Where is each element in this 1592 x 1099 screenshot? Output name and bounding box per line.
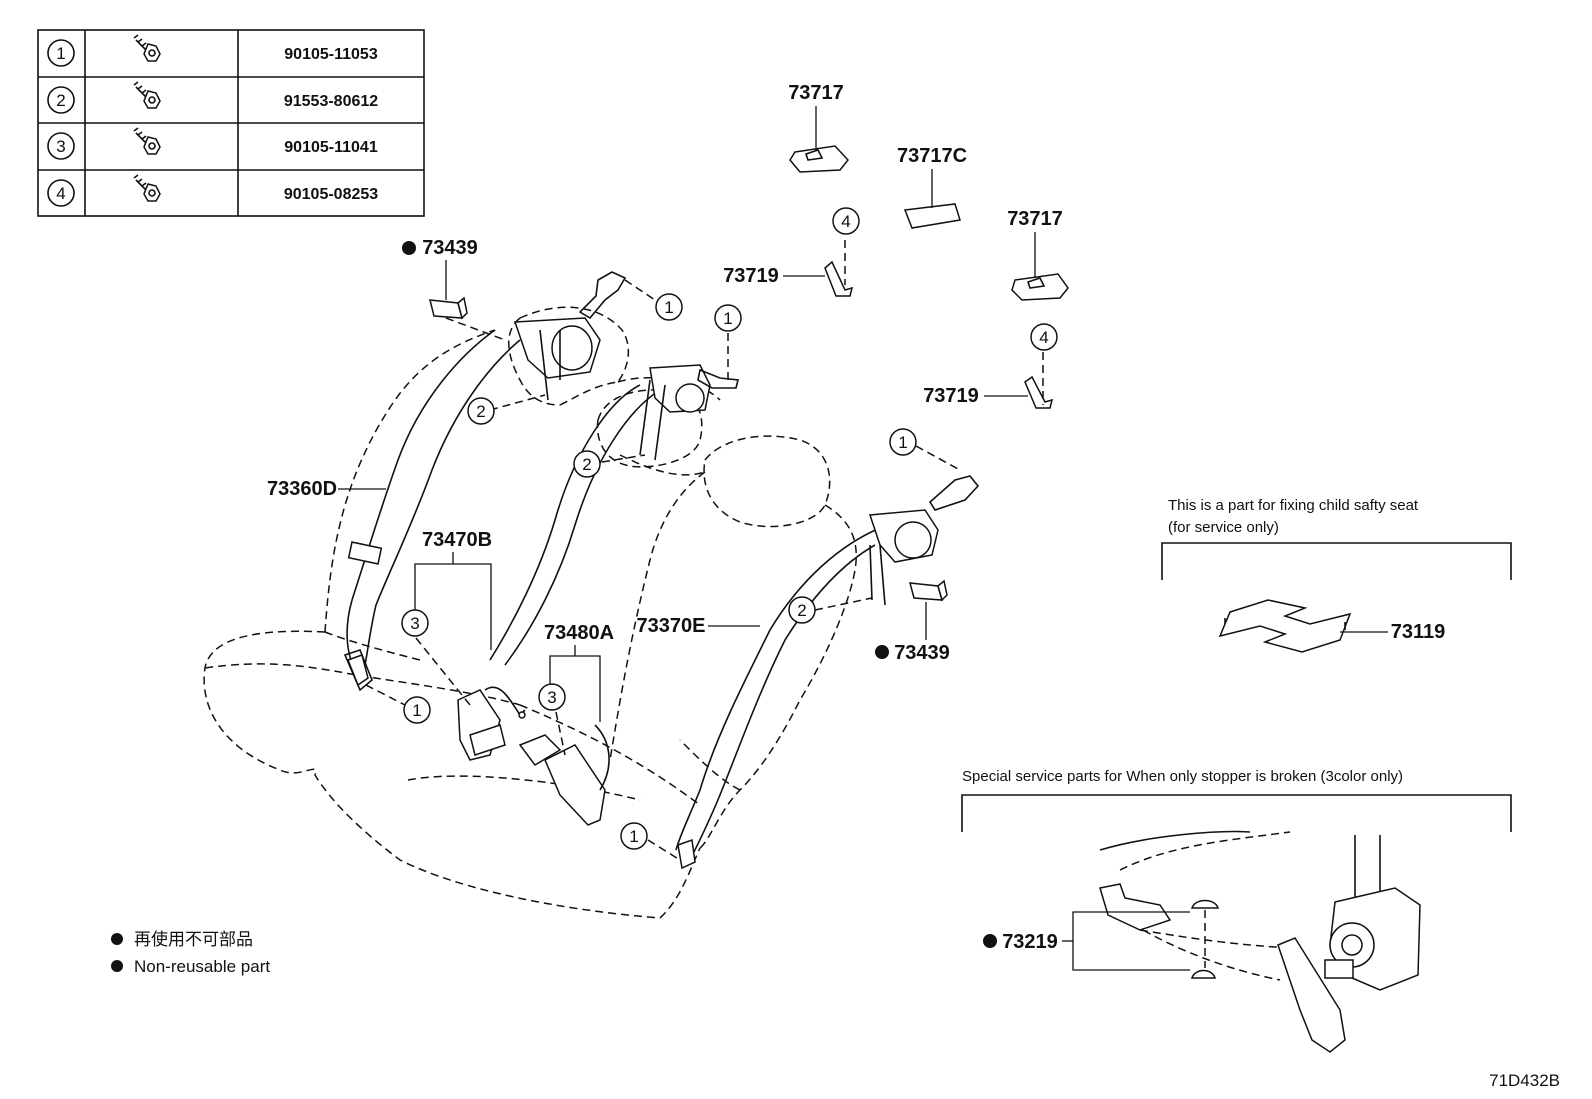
label-73717c: 73717C [897,145,967,167]
clip-73719-right [1024,375,1054,409]
callout-4: 4 [1030,323,1058,351]
non-reusable-dot [983,934,997,948]
callout-1: 1 [403,696,431,724]
bolt-table: 1 90105-11053 2 91553-80612 3 [37,29,425,217]
bolt-icon [133,174,161,202]
svg-text:2: 2 [582,455,591,474]
cap-73717-top [789,145,849,173]
svg-text:1: 1 [664,298,673,317]
label-73360d: 73360D [267,478,337,500]
child-seat-note-line1: This is a part for fixing child safty se… [1168,497,1419,514]
label-73719: 73719 [923,385,979,407]
retractor-center [639,364,711,461]
cover-73439-top [429,296,468,320]
label-73439: 73439 [422,237,478,259]
buckle-73470b [457,686,526,761]
retractor-right [868,509,939,606]
callout-3: 3 [401,609,429,637]
callout-circles: 1 1 1 1 1 2 2 2 3 3 4 4 [401,207,1058,850]
svg-text:3: 3 [547,688,556,707]
bracket-right-top [928,475,980,511]
cover-73439-right [908,579,948,602]
legend-dot-icon [111,933,123,945]
callout-1: 1 [655,293,683,321]
bolt-part-number: 90105-11041 [284,139,378,156]
label-73439: 73439 [894,642,950,664]
svg-text:1: 1 [723,309,732,328]
label-73370e: 73370E [637,615,706,637]
stopper-section: Special service parts for When only stop… [961,768,1512,1053]
clip-73719-left [824,260,854,297]
child-seat-note-line2: (for service only) [1168,519,1279,536]
bolt-part-number: 90105-11053 [284,46,378,63]
label-73717: 73717 [1007,208,1063,230]
bracket-center-top [697,368,739,389]
bolt-table-row: 3 90105-11041 [47,127,378,160]
svg-text:2: 2 [797,601,806,620]
svg-text:1: 1 [412,701,421,720]
svg-text:4: 4 [841,212,850,231]
label-73719: 73719 [723,265,779,287]
retractor-left [513,317,601,401]
fastener-lines [365,240,1044,861]
bolt-table-row: 4 90105-08253 [47,174,378,207]
callout-1: 1 [620,822,648,850]
label-73219: 73219 [1002,931,1058,953]
cap-73717-right [1011,273,1069,301]
label-73480a: 73480A [544,622,614,644]
buckle-73480a [518,724,610,826]
callout-1: 1 [889,428,917,456]
legend-english: Non-reusable part [134,957,270,976]
belt-73470b-center [489,384,661,666]
svg-text:3: 3 [410,614,419,633]
anchor-plate-left [347,654,369,687]
non-reusable-dot [875,645,889,659]
non-reusable-dot [402,241,416,255]
legend: 再使用不可部品 Non-reusable part [111,929,270,976]
svg-text:4: 4 [1039,328,1048,347]
svg-text:1: 1 [629,827,638,846]
svg-text:1: 1 [898,433,907,452]
anchor-plate-right [677,838,696,870]
callout-2: 2 [467,397,495,425]
bolt-index: 1 [56,44,65,63]
bolt-icon [133,81,161,109]
bolt-index: 3 [56,137,65,156]
bolt-icon [133,127,161,155]
diagram-code: 71D432B [1489,1071,1560,1090]
label-73119: 73119 [1391,621,1446,643]
legend-dot-icon [111,960,123,972]
callout-2: 2 [788,596,816,624]
cap-73717c [903,203,961,229]
legend-japanese: 再使用不可部品 [134,929,253,949]
bolt-index: 4 [56,184,65,203]
belt-73370e [675,527,881,861]
stopper-note: Special service parts for When only stop… [962,768,1403,785]
part-labels: 73717 73717C 73717 73719 73719 73439 734… [267,82,1063,722]
bolt-icon [133,34,161,62]
label-73717: 73717 [788,82,844,104]
callout-3: 3 [538,683,566,711]
callout-2: 2 [573,450,601,478]
bolt-table-row: 2 91553-80612 [47,81,378,114]
child-seat-bracket-73119 [1218,599,1352,653]
bracket-left-top [578,271,627,320]
svg-text:2: 2 [476,402,485,421]
callout-1: 1 [714,304,742,332]
label-73470b: 73470B [422,529,492,551]
belt-73360d [343,329,521,692]
bolt-part-number: 91553-80612 [284,93,378,110]
bolt-part-number: 90105-08253 [284,186,378,203]
bolt-table-row: 1 90105-11053 [47,34,378,67]
child-seat-section: This is a part for fixing child safty se… [1161,497,1512,653]
callout-4: 4 [832,207,860,235]
bolt-index: 2 [56,91,65,110]
